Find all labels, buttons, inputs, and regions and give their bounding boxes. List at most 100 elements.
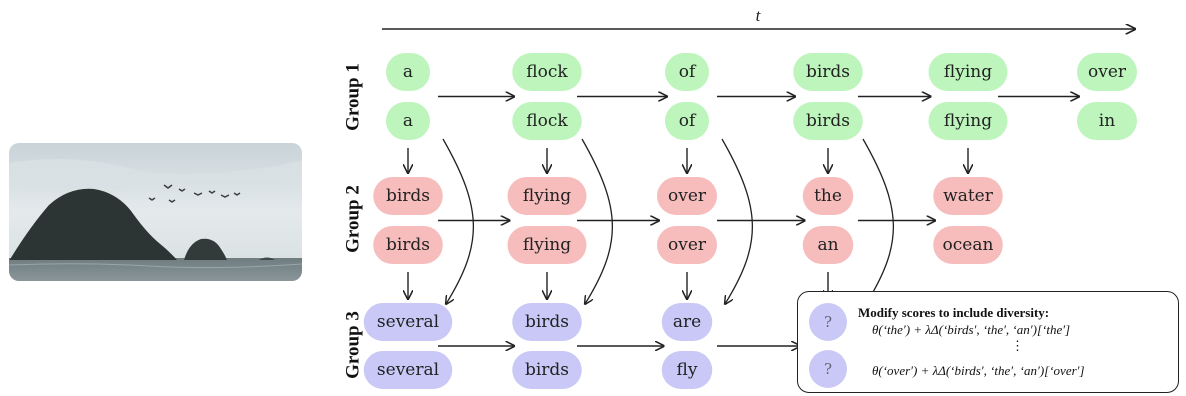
group-1-to-group-3-edge bbox=[442, 138, 475, 304]
token-label: flying bbox=[944, 111, 992, 131]
group-1-node: birds bbox=[793, 53, 863, 91]
group-1-node: of bbox=[665, 53, 709, 91]
group-1-node: over bbox=[1077, 53, 1137, 91]
token-label: a bbox=[403, 111, 413, 131]
token-bubble bbox=[512, 102, 582, 140]
token-bubble bbox=[507, 226, 587, 264]
group-1-label: Group 1 bbox=[343, 63, 364, 131]
sea-rock-birds-photo bbox=[9, 143, 302, 281]
group-1-node: a bbox=[386, 102, 430, 140]
group-3-label: Group 3 bbox=[343, 311, 364, 379]
group-1-to-group-3-edge bbox=[862, 138, 895, 304]
group-3-node: are bbox=[661, 303, 713, 341]
time-axis-label: t bbox=[756, 6, 762, 25]
token-bubble bbox=[512, 351, 582, 389]
unknown-token-node: ? bbox=[809, 350, 847, 388]
nodes-layer: a a flock flock of of birds birds flying flying ov… bbox=[363, 53, 1137, 389]
token-label: birds bbox=[806, 111, 850, 131]
token-label: birds bbox=[806, 62, 850, 82]
diversity-formula-ellipsis: ⋮ bbox=[1011, 338, 1024, 353]
group-1-node: flying bbox=[928, 53, 1008, 91]
diversity-box: Modify scores to include diversity: θ(‘t… bbox=[797, 291, 1179, 393]
group-2-node: over bbox=[657, 177, 717, 215]
group-2-node: flying bbox=[507, 177, 587, 215]
token-bubble bbox=[363, 351, 453, 389]
group-1-node: birds bbox=[793, 102, 863, 140]
group-3-node: fly bbox=[661, 351, 713, 389]
group-2-node: an bbox=[802, 226, 854, 264]
token-label: birds bbox=[386, 235, 430, 255]
token-label: fly bbox=[677, 360, 698, 380]
diversity-formula-1: θ(‘the′) + λΔ(‘birds′, ‘the′, ‘an′)[‘the… bbox=[872, 322, 1071, 337]
token-bubble bbox=[373, 226, 443, 264]
diversity-formula-2: θ(‘over′) + λΔ(‘birds′, ‘the′, ‘an′)[‘ov… bbox=[872, 363, 1085, 378]
group-3-node: several bbox=[363, 303, 453, 341]
token-bubble bbox=[512, 53, 582, 91]
token-label: birds bbox=[525, 360, 569, 380]
token-bubble bbox=[512, 303, 582, 341]
group-2-node: birds bbox=[373, 177, 443, 215]
token-label: are bbox=[673, 312, 701, 332]
edges-layer bbox=[408, 97, 1079, 347]
group-2-node: the bbox=[802, 177, 854, 215]
token-bubble bbox=[386, 102, 430, 140]
token-label: flock bbox=[526, 62, 568, 82]
group-2-node: ocean bbox=[933, 226, 1003, 264]
token-bubble bbox=[793, 53, 863, 91]
group-1-node: flock bbox=[512, 53, 582, 91]
token-label: birds bbox=[386, 186, 430, 206]
token-label: birds bbox=[525, 312, 569, 332]
token-bubble bbox=[928, 53, 1008, 91]
group-1-to-group-3-edge bbox=[581, 138, 614, 304]
photo-icon bbox=[9, 143, 302, 281]
token-label: a bbox=[403, 62, 413, 82]
token-label: an bbox=[817, 235, 838, 255]
diversity-box-title: Modify scores to include diversity: bbox=[858, 305, 1050, 320]
token-label: over bbox=[1088, 62, 1127, 82]
token-label: water bbox=[943, 186, 994, 206]
token-label: several bbox=[377, 360, 439, 380]
group-2-node: over bbox=[657, 226, 717, 264]
token-bubble bbox=[665, 102, 709, 140]
group-1-node: in bbox=[1077, 102, 1137, 140]
token-bubble bbox=[1077, 53, 1137, 91]
group-1-node: flying bbox=[928, 102, 1008, 140]
token-label: flying bbox=[523, 186, 571, 206]
group-2-node: flying bbox=[507, 226, 587, 264]
token-bubble bbox=[507, 177, 587, 215]
group-2-label: Group 2 bbox=[343, 185, 364, 253]
group-1-to-group-3-edge bbox=[721, 138, 754, 304]
group-3-node: birds bbox=[512, 351, 582, 389]
unknown-token-node: ? bbox=[809, 303, 847, 341]
token-bubble bbox=[802, 177, 854, 215]
token-bubble bbox=[373, 177, 443, 215]
token-bubble bbox=[928, 102, 1008, 140]
token-bubble bbox=[661, 351, 713, 389]
token-label: flying bbox=[523, 235, 571, 255]
group-3-node: several bbox=[363, 351, 453, 389]
token-label: over bbox=[668, 235, 707, 255]
token-label: over bbox=[668, 186, 707, 206]
token-bubble bbox=[363, 303, 453, 341]
token-label: several bbox=[377, 312, 439, 332]
token-bubble bbox=[657, 177, 717, 215]
token-label: ocean bbox=[943, 235, 994, 255]
token-label: flying bbox=[944, 62, 992, 82]
token-label: the bbox=[814, 186, 842, 206]
token-bubble bbox=[933, 177, 1003, 215]
group-3-node: birds bbox=[512, 303, 582, 341]
group-1-node: flock bbox=[512, 102, 582, 140]
token-bubble bbox=[933, 226, 1003, 264]
token-bubble bbox=[665, 53, 709, 91]
token-bubble bbox=[802, 226, 854, 264]
group-1-node: a bbox=[386, 53, 430, 91]
group-1-node: of bbox=[665, 102, 709, 140]
token-label: of bbox=[679, 62, 697, 82]
token-bubble bbox=[1077, 102, 1137, 140]
token-bubble bbox=[657, 226, 717, 264]
token-bubble bbox=[386, 53, 430, 91]
token-bubble bbox=[793, 102, 863, 140]
token-label: of bbox=[679, 111, 697, 131]
